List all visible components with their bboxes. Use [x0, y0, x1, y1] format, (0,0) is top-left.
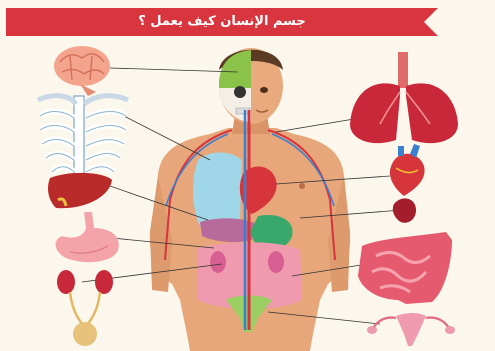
lungs-illustration	[350, 52, 458, 143]
brain-illustration	[54, 46, 110, 96]
liver-illustration	[48, 173, 112, 208]
heart-illustration	[390, 144, 425, 196]
ribcage-illustration	[38, 96, 128, 182]
intestines-illustration	[358, 232, 452, 304]
stomach-illustration	[56, 212, 119, 262]
uterus-illustration	[367, 313, 455, 346]
spleen-illustration	[393, 198, 416, 222]
